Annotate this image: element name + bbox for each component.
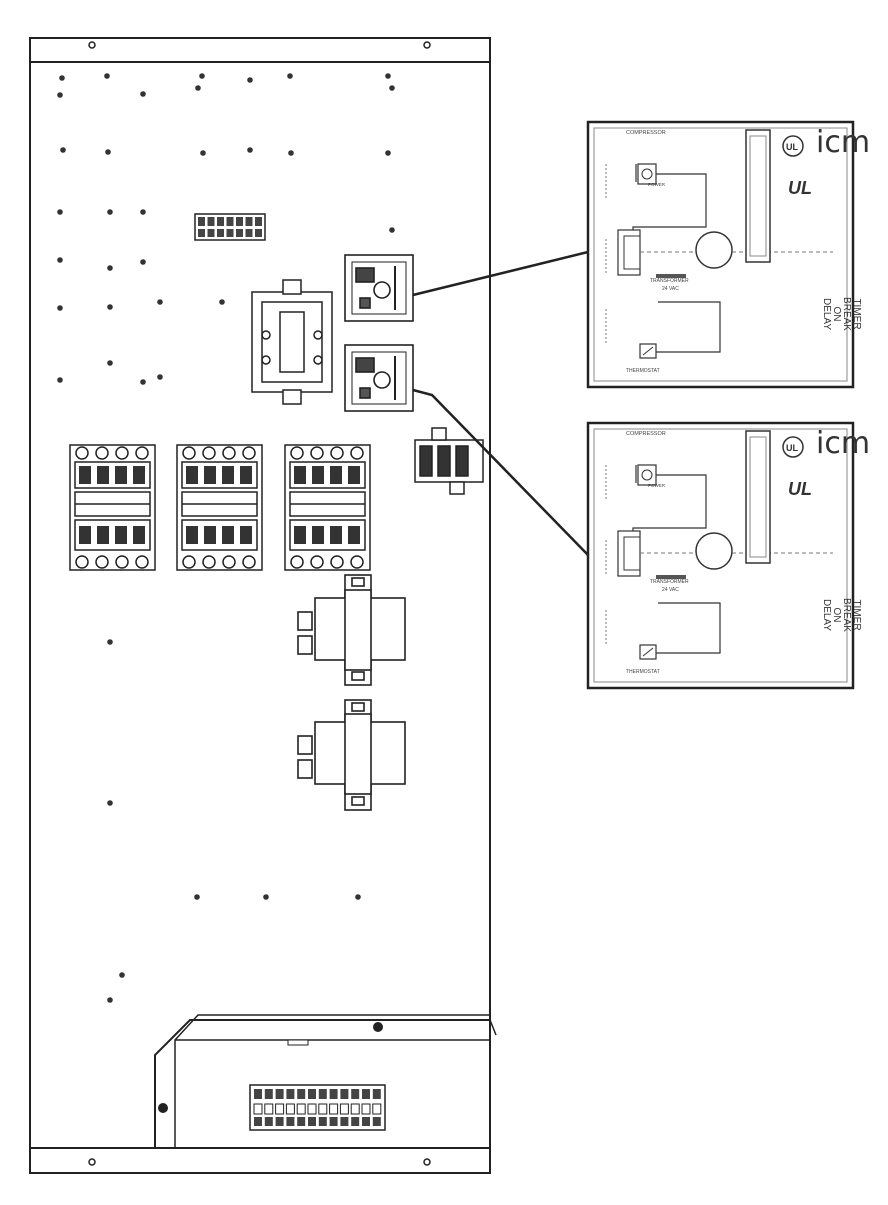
mount-hole bbox=[107, 265, 113, 271]
terminal-block-upper bbox=[194, 213, 266, 241]
power-label: POWER bbox=[648, 483, 666, 488]
mount-hole bbox=[107, 997, 113, 1003]
thermostat-label: THERMOSTAT bbox=[626, 669, 660, 675]
mount-hole bbox=[140, 379, 146, 385]
callout-line-lower bbox=[412, 388, 589, 556]
relay-detail-upper: COMPRESSOR POWER TRANSFORMER 24 VAC THERMOST… bbox=[586, 120, 870, 389]
mount-hole bbox=[60, 147, 66, 153]
mount-hole bbox=[107, 304, 113, 310]
mount-hole bbox=[355, 894, 361, 900]
relay-title-line: BREAK bbox=[841, 297, 852, 331]
mount-hole bbox=[140, 259, 146, 265]
relay-title-line: TIMER bbox=[851, 599, 862, 630]
contactors bbox=[69, 444, 371, 571]
mount-hole bbox=[107, 639, 113, 645]
mount-hole bbox=[57, 92, 63, 98]
contactor bbox=[176, 444, 263, 571]
mount-hole bbox=[107, 800, 113, 806]
mount-hole bbox=[385, 150, 391, 156]
compressor-label: COMPRESSOR bbox=[626, 431, 666, 437]
brand-logo: icm bbox=[816, 426, 870, 461]
relay-detail-lower: COMPRESSOR POWER TRANSFORMER 24 VAC THERMOST… bbox=[586, 421, 870, 690]
ul-recognized-mark: UL bbox=[788, 479, 812, 499]
mount-hole bbox=[389, 85, 395, 91]
mount-hole bbox=[107, 360, 113, 366]
mount-hole bbox=[59, 75, 65, 81]
terminal-strip-bottom bbox=[249, 1084, 386, 1131]
mount-hole bbox=[107, 209, 113, 215]
transformer-lower bbox=[297, 699, 406, 811]
panel-outline bbox=[29, 37, 491, 1174]
relay-base bbox=[251, 279, 333, 405]
bottom-enclosure bbox=[154, 1014, 497, 1148]
compressor-label: COMPRESSOR bbox=[626, 130, 666, 136]
panel-mount-hole bbox=[88, 41, 96, 49]
mount-hole bbox=[105, 149, 111, 155]
mount-hole bbox=[140, 209, 146, 215]
mount-hole bbox=[57, 209, 63, 215]
mount-hole bbox=[104, 73, 110, 79]
mount-hole bbox=[119, 972, 125, 978]
panel-mount-hole bbox=[88, 1158, 96, 1166]
thermostat-label: THERMOSTAT bbox=[626, 368, 660, 374]
relay-title-line: TIMER bbox=[851, 298, 862, 329]
ul-mark bbox=[782, 135, 804, 157]
mount-hole bbox=[247, 147, 253, 153]
relay-module-upper bbox=[344, 254, 414, 322]
ul-mark bbox=[782, 436, 804, 458]
mount-hole bbox=[195, 85, 201, 91]
relay-title-line: DELAY bbox=[821, 599, 832, 631]
mount-hole bbox=[157, 299, 163, 305]
transformer-upper bbox=[297, 574, 406, 686]
relay-module-lower bbox=[344, 344, 414, 412]
contactor bbox=[284, 444, 371, 571]
callout-line-upper bbox=[412, 250, 589, 297]
relay-title-line: DELAY bbox=[821, 298, 832, 330]
relay-title-line: ON bbox=[831, 608, 842, 623]
callout-lines bbox=[412, 250, 589, 556]
mount-hole bbox=[263, 894, 269, 900]
ul-recognized-mark: UL bbox=[788, 178, 812, 198]
power-label: POWER bbox=[648, 182, 666, 187]
mount-hole bbox=[194, 894, 200, 900]
mount-hole bbox=[287, 73, 293, 79]
mount-hole bbox=[200, 150, 206, 156]
panel-mount-hole bbox=[423, 1158, 431, 1166]
terminal-block-side bbox=[414, 427, 484, 495]
mount-hole bbox=[57, 377, 63, 383]
transformer-label: TRANSFORMER bbox=[650, 579, 689, 585]
contactor bbox=[69, 444, 156, 571]
brand-logo: icm bbox=[816, 125, 870, 160]
mount-hole bbox=[157, 374, 163, 380]
volts-label: 24 VAC bbox=[662, 587, 679, 593]
ul-mark-text: UL bbox=[786, 142, 798, 152]
mount-hole bbox=[247, 77, 253, 83]
mount-hole bbox=[385, 73, 391, 79]
volts-label: 24 VAC bbox=[662, 286, 679, 292]
mount-hole bbox=[140, 91, 146, 97]
mounting-holes bbox=[57, 73, 395, 1003]
relay-title-line: ON bbox=[831, 307, 842, 322]
transformer-label: TRANSFORMER bbox=[650, 278, 689, 284]
mount-hole bbox=[288, 150, 294, 156]
mount-hole bbox=[389, 227, 395, 233]
mount-hole bbox=[57, 305, 63, 311]
mount-hole bbox=[219, 299, 225, 305]
ul-mark-text: UL bbox=[786, 443, 798, 453]
mount-hole bbox=[57, 257, 63, 263]
mount-hole bbox=[199, 73, 205, 79]
control-panel bbox=[29, 37, 491, 1174]
relay-title-line: BREAK bbox=[841, 598, 852, 632]
panel-mount-hole bbox=[423, 41, 431, 49]
